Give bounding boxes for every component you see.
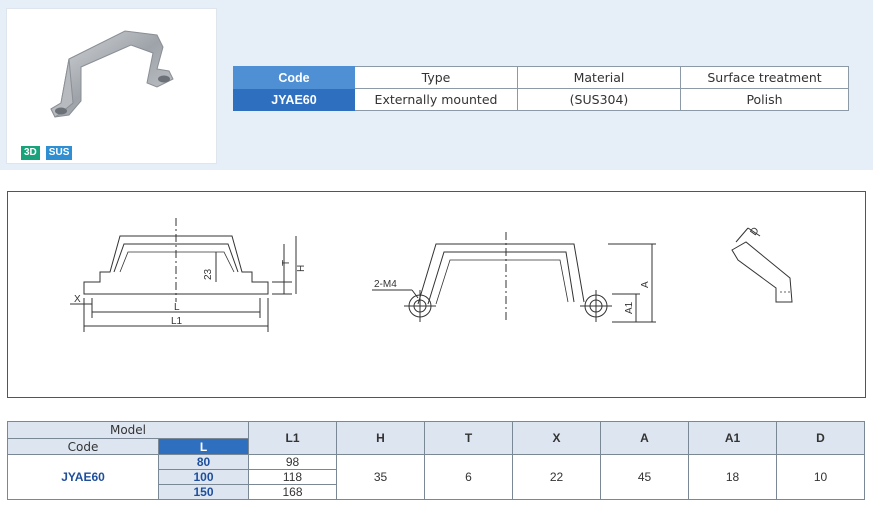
header-d: D bbox=[776, 421, 865, 455]
thread-label: 2-M4 bbox=[374, 279, 397, 290]
spec-header-surface: Surface treatment bbox=[680, 66, 849, 89]
t-value: 6 bbox=[424, 454, 513, 500]
header-l1: L1 bbox=[248, 421, 337, 455]
header-code: Code bbox=[7, 438, 159, 455]
h-value: 35 bbox=[336, 454, 425, 500]
a-value: 45 bbox=[600, 454, 689, 500]
dim-a1-label: A1 bbox=[624, 301, 635, 314]
l1-value-1: 98 bbox=[248, 454, 337, 470]
header-x: X bbox=[512, 421, 601, 455]
header-model: Model bbox=[7, 421, 249, 439]
dim-t-label: T bbox=[281, 260, 292, 266]
product-photo-card: 3D SUS bbox=[6, 8, 217, 164]
dim-x-label: X bbox=[74, 294, 81, 305]
handle-3d-image bbox=[50, 30, 174, 118]
dim-a-label: A bbox=[640, 281, 651, 288]
header-t: T bbox=[424, 421, 513, 455]
l1-value-3: 168 bbox=[248, 484, 337, 500]
spec-material-value: (SUS304) bbox=[517, 88, 681, 111]
a1-value: 18 bbox=[688, 454, 777, 500]
side-view bbox=[372, 232, 656, 323]
header-h: H bbox=[336, 421, 425, 455]
spec-header-material: Material bbox=[517, 66, 681, 89]
spec-code-value: JYAE60 bbox=[233, 88, 355, 111]
spec-table: Code Type Material Surface treatment JYA… bbox=[233, 66, 849, 111]
front-view bbox=[70, 218, 297, 332]
x-value: 22 bbox=[512, 454, 601, 500]
l-value-3: 150 bbox=[158, 484, 249, 500]
dimension-table: Model L1 H T X A A1 D Code L JYAE60 80 9… bbox=[7, 421, 865, 500]
dim-23-label: 23 bbox=[203, 268, 214, 280]
header-a: A bbox=[600, 421, 689, 455]
spec-type-value: Externally mounted bbox=[354, 88, 518, 111]
dim-l-label: L bbox=[174, 302, 180, 313]
l-value-2: 100 bbox=[158, 469, 249, 485]
3d-badge: 3D bbox=[21, 146, 40, 160]
spec-surface-value: Polish bbox=[680, 88, 849, 111]
spec-header-type: Type bbox=[354, 66, 518, 89]
sus-badge: SUS bbox=[45, 146, 73, 160]
code-cell: JYAE60 bbox=[7, 454, 159, 500]
technical-drawing: X L L1 23 T H 2-M4 A A1 bbox=[7, 191, 866, 398]
spec-header-code: Code bbox=[233, 66, 355, 89]
d-value: 10 bbox=[776, 454, 865, 500]
detail-view bbox=[731, 227, 793, 303]
dim-l1-label: L1 bbox=[171, 316, 183, 327]
header-a1: A1 bbox=[688, 421, 777, 455]
header-l: L bbox=[158, 438, 249, 455]
product-banner: 3D SUS Code Type Material Surface treatm… bbox=[0, 0, 873, 170]
l1-value-2: 118 bbox=[248, 469, 337, 485]
l-value-1: 80 bbox=[158, 454, 249, 470]
dim-h-label: H bbox=[296, 265, 307, 272]
